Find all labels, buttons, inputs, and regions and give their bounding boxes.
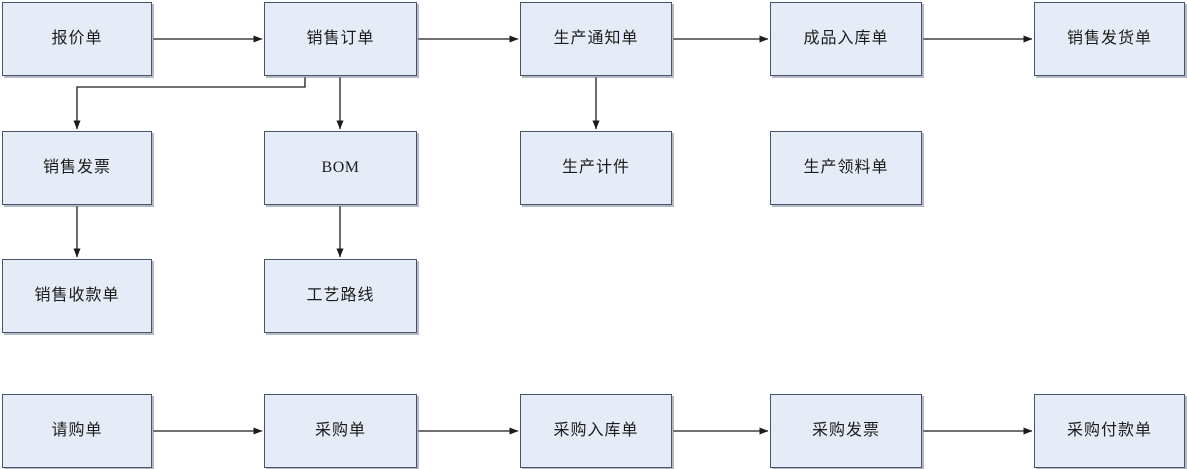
node-label-purchase-invoice: 采购发票 (811, 422, 880, 439)
node-label-bom: BOM (321, 159, 360, 176)
node-label-process-route: 工艺路线 (306, 287, 375, 304)
node-purchase-order[interactable]: 采购单 (264, 394, 417, 468)
node-label-sales-invoice: 销售发票 (42, 159, 111, 176)
node-purchase-request[interactable]: 请购单 (2, 394, 152, 468)
node-label-sales-delivery: 销售发货单 (1066, 30, 1152, 47)
node-purchase-payment[interactable]: 采购付款单 (1034, 394, 1185, 468)
node-sales-order[interactable]: 销售订单 (264, 2, 417, 76)
node-finished-goods-in[interactable]: 成品入库单 (770, 2, 922, 76)
node-quotation[interactable]: 报价单 (2, 2, 152, 76)
node-label-sales-receipt: 销售收款单 (34, 287, 120, 304)
node-label-production-notice: 生产通知单 (553, 30, 639, 47)
node-label-quotation: 报价单 (51, 30, 103, 47)
node-purchase-invoice[interactable]: 采购发票 (770, 394, 922, 468)
node-label-purchase-request: 请购单 (51, 422, 103, 439)
node-label-sales-order: 销售订单 (306, 30, 375, 47)
node-process-route[interactable]: 工艺路线 (264, 259, 417, 333)
node-label-finished-goods-in: 成品入库单 (803, 30, 889, 47)
node-sales-invoice[interactable]: 销售发票 (2, 131, 152, 205)
node-material-request[interactable]: 生产领料单 (770, 131, 922, 205)
node-sales-receipt[interactable]: 销售收款单 (2, 259, 152, 333)
node-label-purchase-order: 采购单 (314, 422, 366, 439)
node-purchase-in[interactable]: 采购入库单 (520, 394, 672, 468)
node-label-purchase-in: 采购入库单 (553, 422, 639, 439)
connector-sales-order-to-sales-invoice (73, 77, 306, 130)
node-label-production-piece: 生产计件 (561, 159, 630, 176)
node-label-purchase-payment: 采购付款单 (1066, 422, 1152, 439)
node-production-notice[interactable]: 生产通知单 (520, 2, 672, 76)
node-production-piece[interactable]: 生产计件 (520, 131, 672, 205)
node-label-material-request: 生产领料单 (803, 159, 889, 176)
node-sales-delivery[interactable]: 销售发货单 (1034, 2, 1185, 76)
node-bom[interactable]: BOM (264, 131, 417, 205)
